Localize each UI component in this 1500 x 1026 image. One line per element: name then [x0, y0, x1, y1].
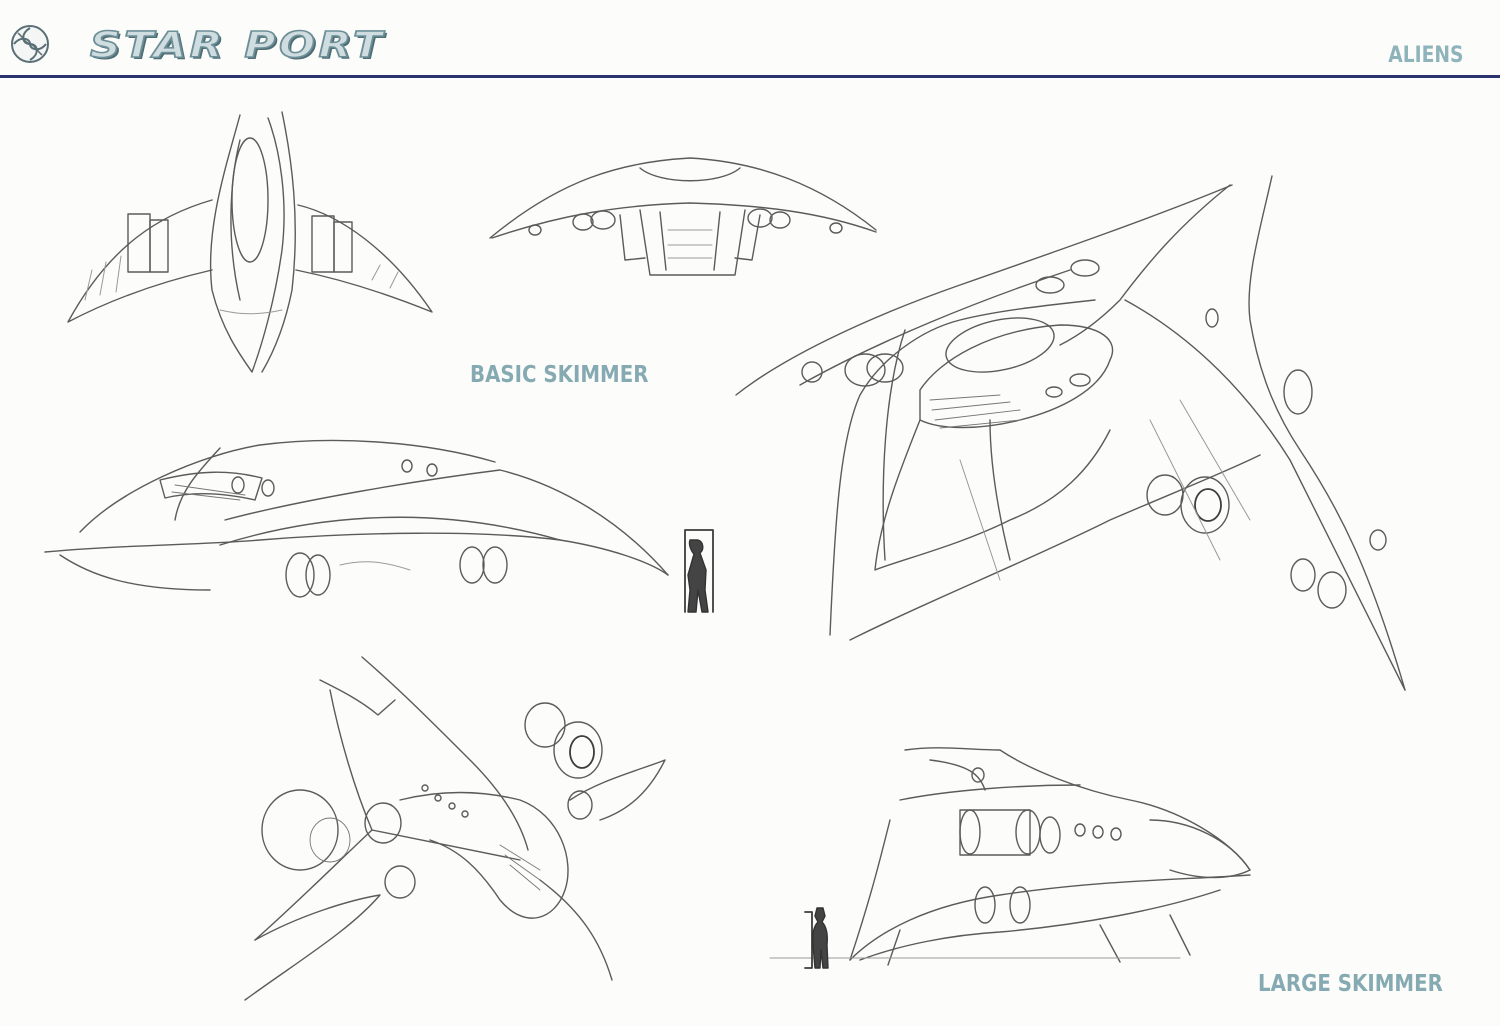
basic-skimmer-three-quarter-rear-view-sketch — [244, 656, 666, 1001]
starport-swirl-emblem-icon — [11, 25, 49, 63]
brand-title: STAR PORT — [89, 25, 386, 67]
basic-skimmer-front-view-sketch — [489, 157, 877, 276]
large-skimmer-side-view-sketch — [769, 747, 1251, 969]
basic-skimmer-top-view-sketch — [67, 111, 433, 373]
section-title: ALIENS — [1388, 43, 1464, 68]
page-header: STAR PORT ALIENS — [0, 0, 1500, 78]
large-skimmer-caption: LARGE SKIMMER — [1258, 971, 1443, 997]
large-skimmer-three-quarter-front-view-sketch — [735, 175, 1406, 691]
header-divider — [0, 75, 1500, 78]
basic-skimmer-caption: BASIC SKIMMER — [470, 362, 649, 388]
basic-skimmer-side-view-sketch — [44, 439, 714, 613]
